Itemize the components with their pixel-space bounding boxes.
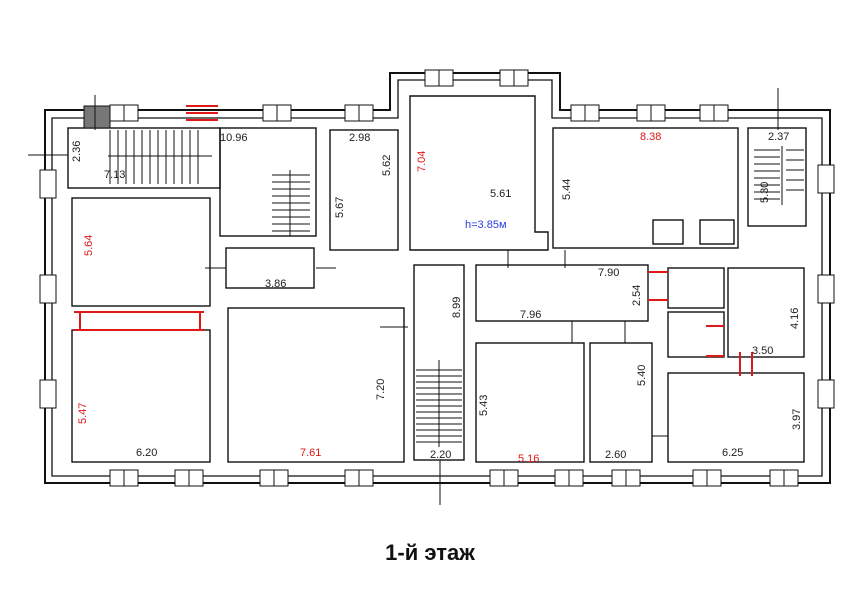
dim-10-96: 10.96 bbox=[220, 132, 248, 144]
dimension-labels: 2.36 7.13 10.96 2.98 5.62 5.67 7.04 5.61… bbox=[71, 131, 803, 465]
dim-7-96: 7.96 bbox=[520, 309, 541, 321]
dim-7-04: 7.04 bbox=[416, 151, 428, 172]
dim-2-20: 2.20 bbox=[430, 449, 451, 461]
dim-2-54: 2.54 bbox=[631, 285, 643, 306]
dim-5-67: 5.67 bbox=[334, 197, 346, 218]
door-markers bbox=[28, 88, 779, 505]
dim-5-44: 5.44 bbox=[561, 179, 573, 200]
red-doors bbox=[74, 105, 753, 376]
dim-5-64: 5.64 bbox=[83, 235, 95, 256]
ceiling-height: h=3.85м bbox=[465, 219, 507, 231]
dim-6-20: 6.20 bbox=[136, 447, 157, 459]
dim-5-62: 5.62 bbox=[381, 155, 393, 176]
dim-5-16: 5.16 bbox=[518, 453, 539, 465]
hatched-column bbox=[83, 105, 111, 129]
dim-5-30: 5.30 bbox=[759, 182, 771, 203]
stair-top-left bbox=[108, 130, 212, 184]
dim-2-98: 2.98 bbox=[349, 132, 370, 144]
dim-3-97: 3.97 bbox=[791, 409, 803, 430]
dim-2-36: 2.36 bbox=[71, 141, 83, 162]
floor-caption: 1-й этаж bbox=[385, 540, 475, 565]
dim-5-47: 5.47 bbox=[77, 403, 89, 424]
dim-2-60: 2.60 bbox=[605, 449, 626, 461]
stair-center-left bbox=[272, 170, 310, 236]
outer-walls bbox=[44, 72, 831, 484]
dim-7-61: 7.61 bbox=[300, 447, 321, 459]
dim-5-61: 5.61 bbox=[490, 188, 511, 200]
interior-rooms bbox=[67, 95, 807, 463]
dim-8-38: 8.38 bbox=[640, 131, 661, 143]
dim-7-13: 7.13 bbox=[104, 169, 125, 181]
dim-2-37: 2.37 bbox=[768, 131, 789, 143]
stair-corridor bbox=[416, 360, 462, 447]
dim-7-90: 7.90 bbox=[598, 267, 619, 279]
dim-5-40: 5.40 bbox=[636, 365, 648, 386]
dim-5-43: 5.43 bbox=[478, 395, 490, 416]
windows bbox=[39, 69, 835, 487]
dim-6-25: 6.25 bbox=[722, 447, 743, 459]
dim-3-50: 3.50 bbox=[752, 345, 773, 357]
dim-3-86: 3.86 bbox=[265, 278, 286, 290]
dim-8-99: 8.99 bbox=[451, 297, 463, 318]
stairs bbox=[83, 105, 804, 447]
dim-7-20: 7.20 bbox=[375, 379, 387, 400]
dim-4-16: 4.16 bbox=[789, 308, 801, 329]
stair-top-right bbox=[754, 146, 804, 205]
